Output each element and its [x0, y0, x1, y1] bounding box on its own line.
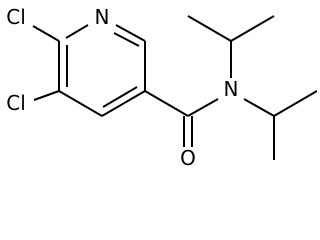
atom-label-cl-top: Cl [6, 5, 26, 29]
bond-c5-cl [33, 90, 60, 101]
atom-label-cl-bottom: Cl [6, 91, 26, 115]
bond-n1-c2 [115, 24, 146, 42]
bond-ipr2-me1 [273, 90, 317, 117]
atom-label-o-carbonyl: O [180, 146, 196, 170]
bond-c6-cl [32, 25, 60, 42]
atom-label-n-ring: N [95, 5, 110, 29]
atom-label-n-amide: N [224, 77, 239, 101]
bond-c3-c4-inner [102, 86, 138, 108]
bond-carbonyl-n [187, 98, 219, 117]
bond-ipr1-me2 [230, 15, 275, 42]
bond-c3-carbonyl [144, 90, 189, 117]
bond-c4-c5 [58, 90, 103, 117]
bond-ipr1-me1 [187, 15, 232, 42]
bond-n-ipr2 [243, 98, 275, 117]
bond-c3-c4 [101, 90, 146, 117]
bond-c6-n1 [65, 24, 89, 39]
bond-n1-c2-inner [113, 32, 140, 47]
molecule-drawing: N Cl Cl N O [6, 5, 317, 170]
structure-diagram: N Cl Cl N O [6, 5, 317, 170]
